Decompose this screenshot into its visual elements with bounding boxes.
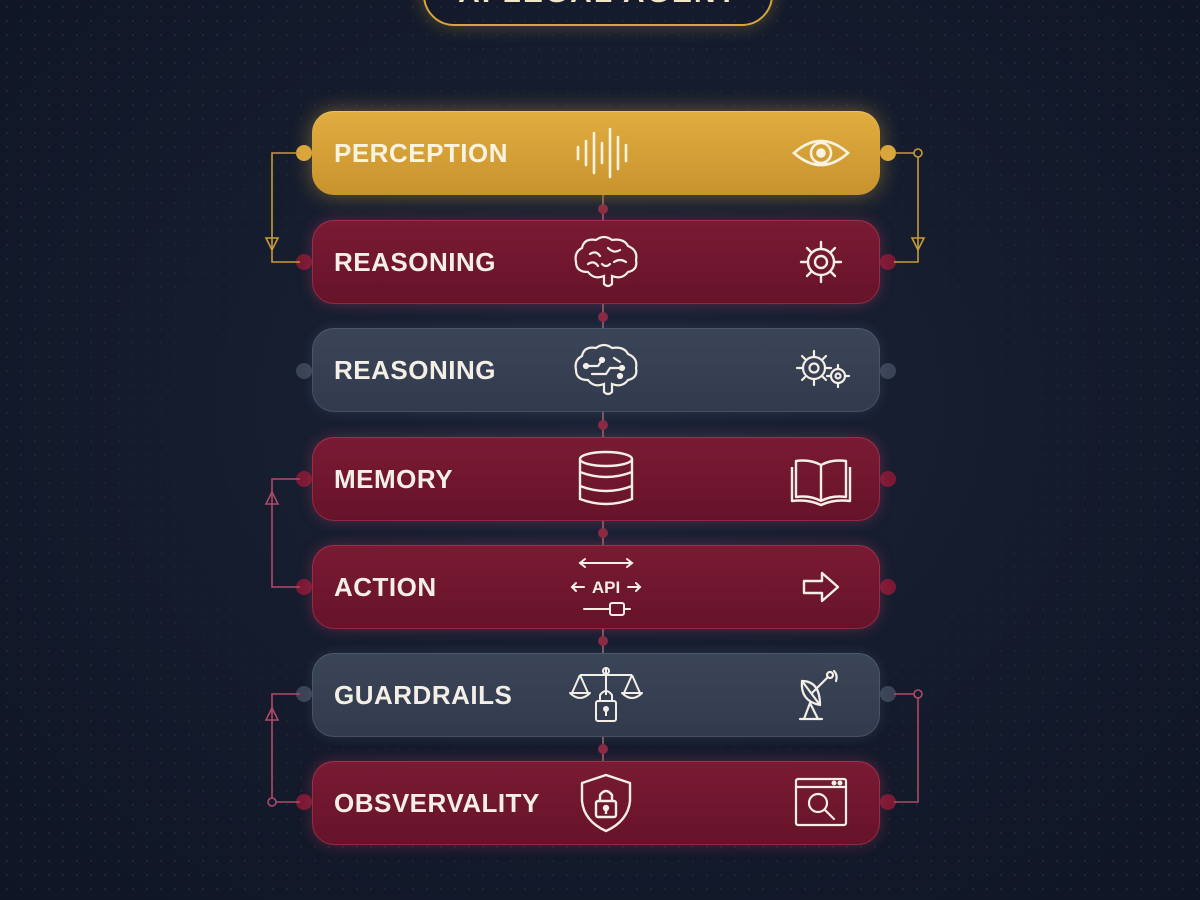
- scales-lock-icon: [568, 665, 644, 725]
- layer-label: GUARDRAILS: [334, 680, 513, 710]
- layer-reasoning: REASONING: [312, 220, 880, 304]
- layer-label: ACTION: [334, 572, 437, 602]
- layer-label: REASONING: [334, 355, 496, 385]
- layer-guardrails: GUARDRAILS: [312, 653, 880, 737]
- gears-icon: [790, 342, 852, 398]
- brain-circuit-icon: [568, 340, 644, 400]
- title-badge: AI LEGAL AGENT: [423, 0, 773, 26]
- layer-label: OBSVERVALITY: [334, 788, 540, 818]
- api-label: API: [592, 578, 620, 597]
- gear-icon: [790, 234, 852, 290]
- layer-label: REASONING: [334, 247, 496, 277]
- layer-reasoning-secondary: REASONING: [312, 328, 880, 412]
- satellite-dish-icon: [790, 667, 852, 723]
- layer-memory: MEMORY: [312, 437, 880, 521]
- page-title: AI LEGAL AGENT: [425, 0, 771, 10]
- open-book-icon: [790, 451, 852, 507]
- brain-icon: [568, 232, 644, 292]
- monitor-search-icon: [790, 775, 852, 831]
- layer-label: PERCEPTION: [334, 138, 509, 168]
- layer-label: MEMORY: [334, 464, 454, 494]
- api-icon: API: [568, 557, 644, 617]
- layer-perception: PERCEPTION: [312, 111, 880, 195]
- database-icon: [568, 449, 644, 509]
- arrow-right-icon: [790, 559, 852, 615]
- eye-icon: [790, 125, 852, 181]
- layer-action: ACTION API: [312, 545, 880, 629]
- waveform-icon: [568, 123, 644, 183]
- shield-lock-icon: [568, 773, 644, 833]
- layer-observability: OBSVERVALITY: [312, 761, 880, 845]
